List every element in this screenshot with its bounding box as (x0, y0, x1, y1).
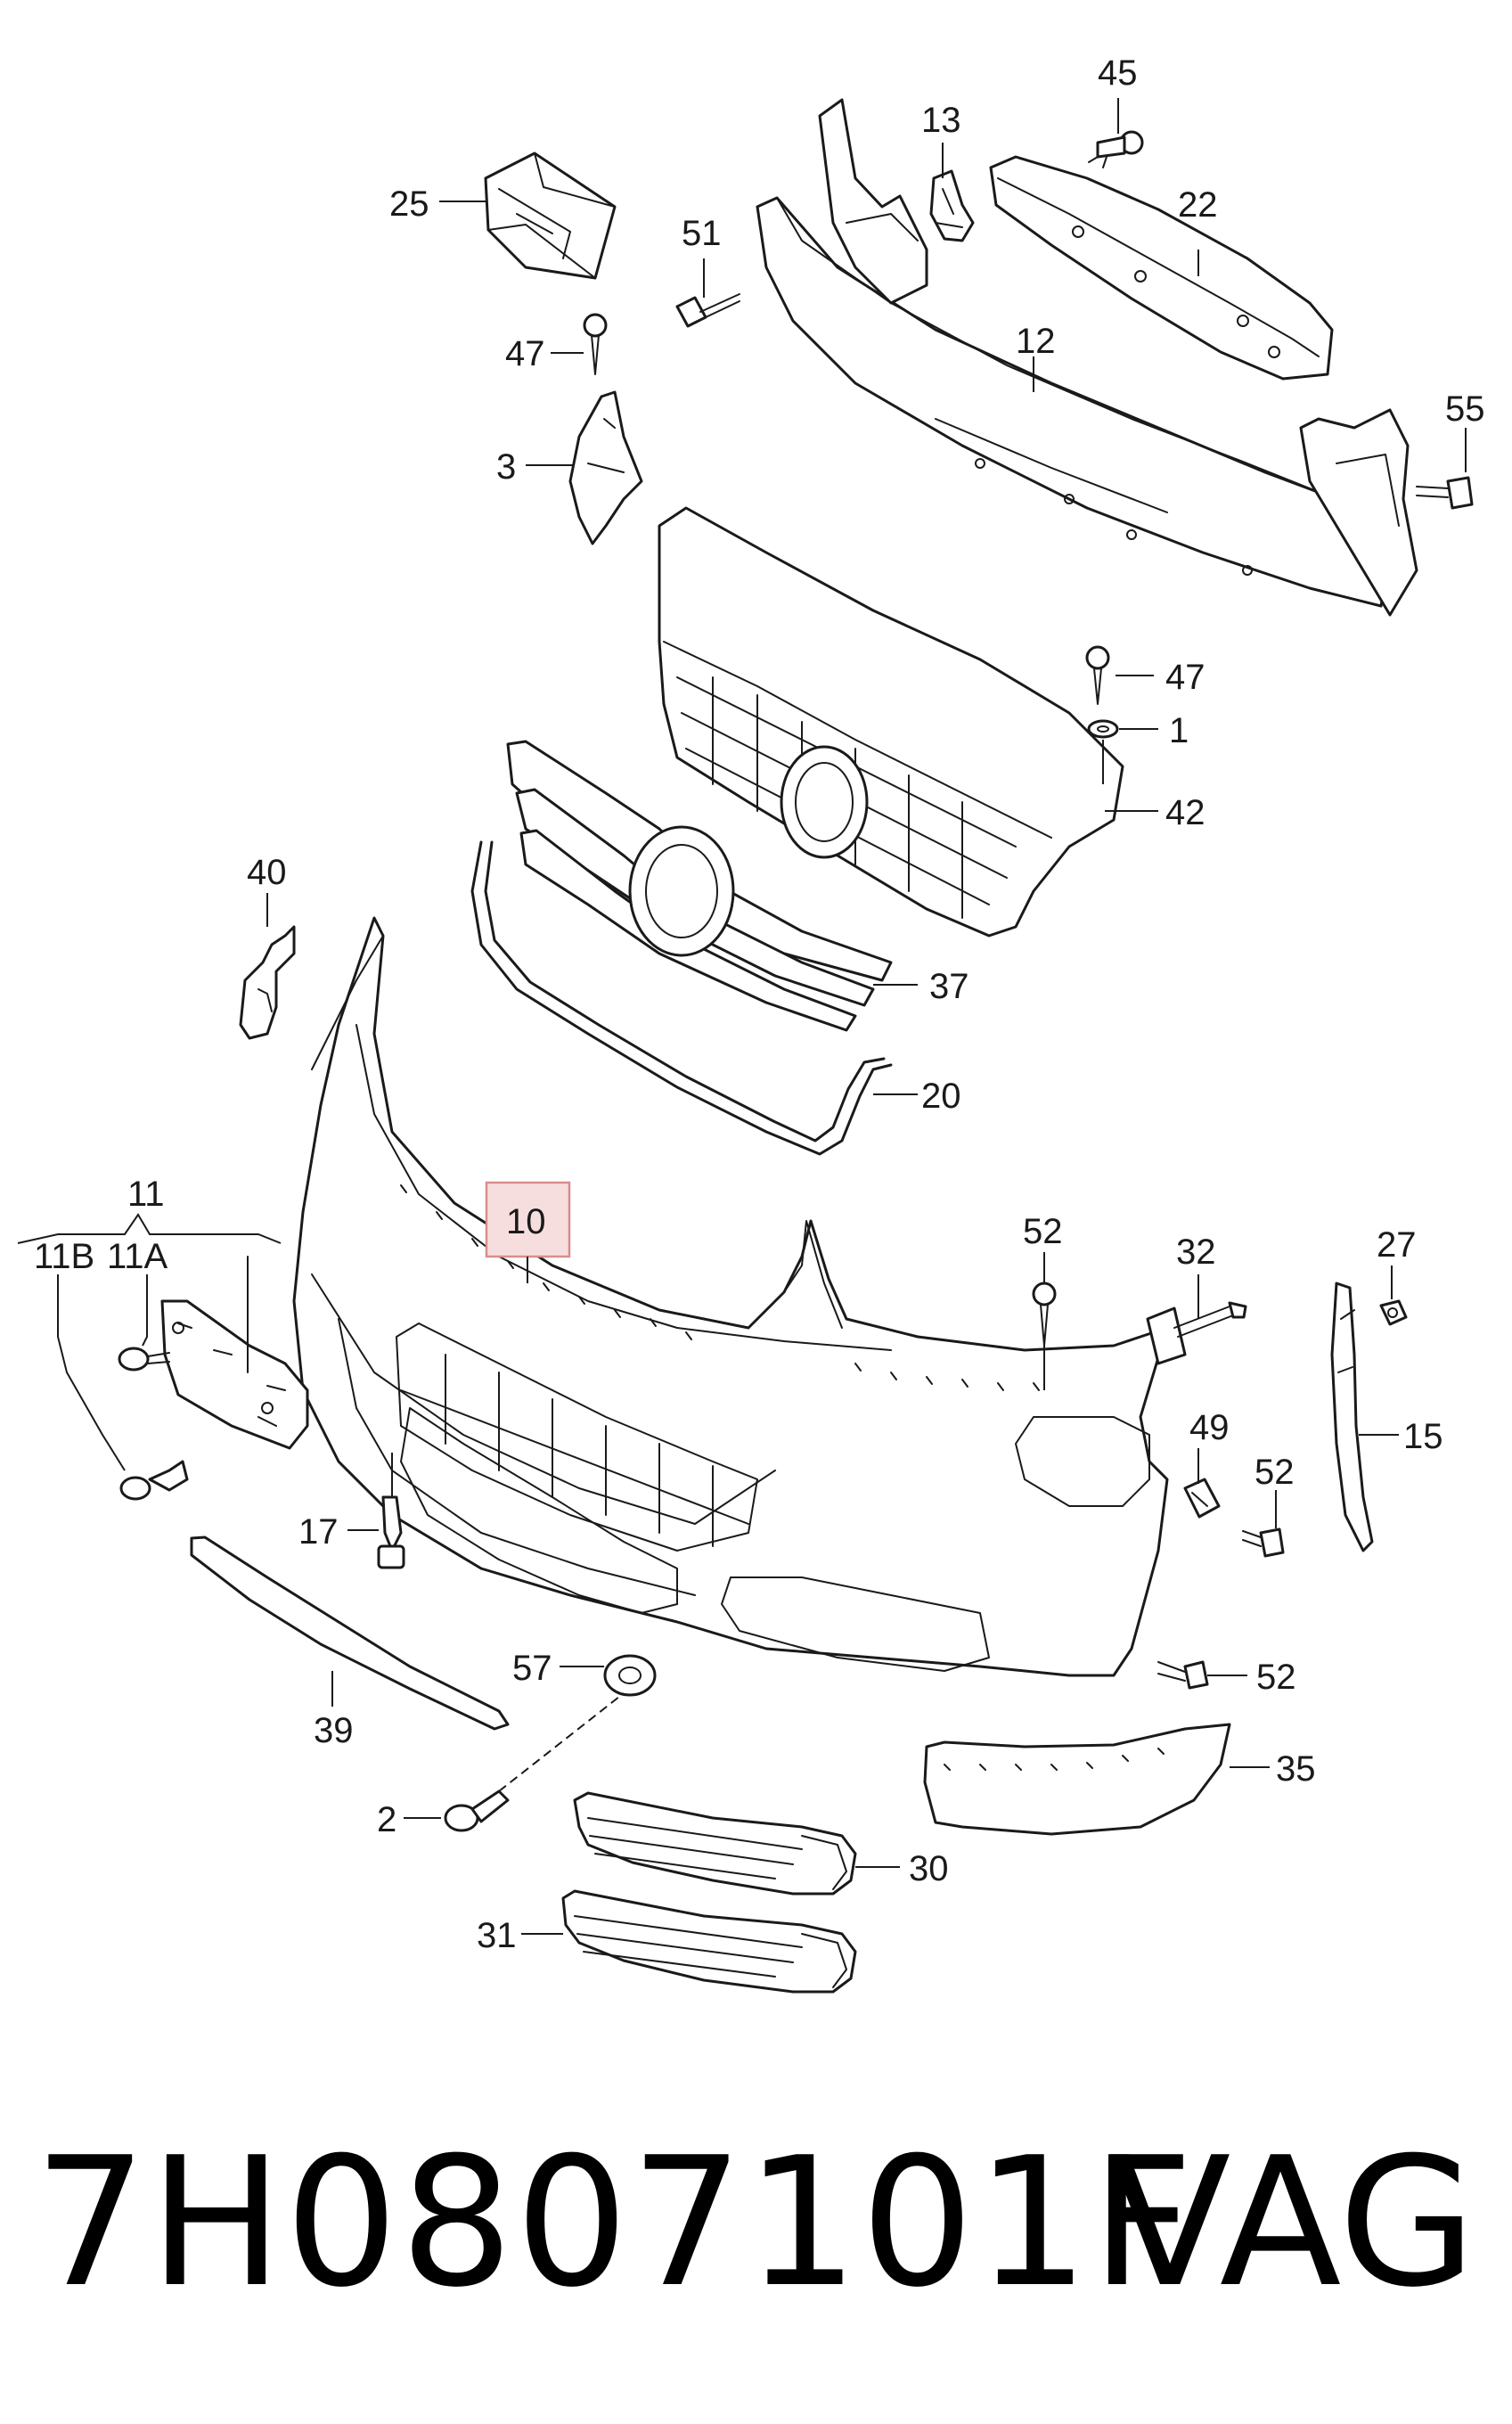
callout-11b: 11B (34, 1237, 94, 1276)
callout-12: 12 (1016, 322, 1056, 361)
part-32-pin (1146, 1301, 1247, 1365)
part-13-bracket (929, 169, 975, 242)
callout-1: 1 (1169, 711, 1189, 750)
screw-17 (377, 1495, 405, 1569)
callout-15: 15 (1403, 1417, 1443, 1456)
part-number: 7H0807101F (34, 2119, 1196, 2327)
callout-10: 10 (506, 1202, 546, 1241)
screw-55 (1416, 476, 1474, 510)
callout-47b: 47 (1165, 658, 1206, 697)
part-22-absorber (989, 155, 1334, 381)
part-40-bracket (239, 925, 296, 1040)
callout-40: 40 (247, 853, 287, 892)
callout-39: 39 (314, 1711, 354, 1750)
screw-47b (1085, 645, 1110, 705)
callout-11: 11 (127, 1175, 165, 1214)
callout-51: 51 (682, 214, 722, 253)
callout-30: 30 (909, 1849, 949, 1888)
part-45-clip (1088, 130, 1144, 168)
callout-35: 35 (1276, 1749, 1316, 1789)
screw-47a (583, 313, 608, 375)
part-15-side-strip (1330, 1282, 1374, 1552)
screw-51 (675, 293, 740, 328)
part-20-trim (470, 840, 893, 1156)
part-39-strip (190, 1535, 510, 1731)
screw-2 (444, 1692, 625, 1832)
exploded-parts-diagram: 45 13 22 25 51 12 55 47 3 47 1 42 40 37 … (17, 53, 1485, 1994)
highlight-box-10 (485, 1181, 571, 1283)
part-12-reinforcement (756, 98, 1418, 617)
bracket-11-lines (17, 1213, 282, 1244)
callout-42: 42 (1165, 793, 1206, 832)
callout-37: 37 (929, 967, 969, 1006)
part-37-grille (506, 740, 893, 1032)
part-27-nut (1379, 1299, 1408, 1326)
part-35-side-trim (923, 1723, 1231, 1836)
part-10-bumper-cover (292, 916, 1169, 1677)
callout-22: 22 (1178, 185, 1218, 225)
part-57-grommet (603, 1654, 657, 1697)
callout-49: 49 (1189, 1408, 1230, 1447)
callout-11a: 11A (107, 1237, 168, 1276)
part-49-clip (1183, 1478, 1221, 1519)
callout-3: 3 (496, 447, 516, 487)
callout-25: 25 (389, 184, 429, 224)
clip-11a (118, 1347, 170, 1372)
callout-32: 32 (1176, 1232, 1216, 1272)
washer-1 (1087, 719, 1119, 739)
part-3-bracket (568, 390, 643, 545)
callout-labels: 45 13 22 25 51 12 55 47 3 47 1 42 40 37 … (34, 53, 1485, 1955)
callout-52b: 52 (1255, 1453, 1295, 1492)
brand-label: VAG (1108, 2119, 1476, 2327)
callout-55: 55 (1445, 389, 1485, 429)
callout-57: 57 (512, 1649, 552, 1688)
clip-11b (119, 1460, 189, 1501)
screw-52a (1032, 1282, 1057, 1347)
part-11-plate-bracket (160, 1256, 309, 1450)
part-42-upper-grille (658, 506, 1124, 938)
callout-27: 27 (1377, 1225, 1417, 1265)
callout-13: 13 (921, 101, 961, 140)
callout-45: 45 (1098, 53, 1138, 93)
part-30-fog-grille (573, 1791, 857, 1896)
callout-52c: 52 (1256, 1658, 1296, 1697)
leader-lines (57, 98, 1467, 1935)
screw-52c (1157, 1660, 1209, 1690)
callout-20: 20 (921, 1077, 961, 1116)
callout-2: 2 (377, 1800, 396, 1839)
part-25-bracket (484, 152, 617, 280)
callout-17: 17 (298, 1512, 339, 1552)
callout-31: 31 (477, 1916, 517, 1955)
callout-47a: 47 (505, 334, 545, 373)
part-31-fog-grille (561, 1889, 857, 1994)
callout-52a: 52 (1023, 1212, 1063, 1251)
screw-52b (1242, 1527, 1285, 1558)
